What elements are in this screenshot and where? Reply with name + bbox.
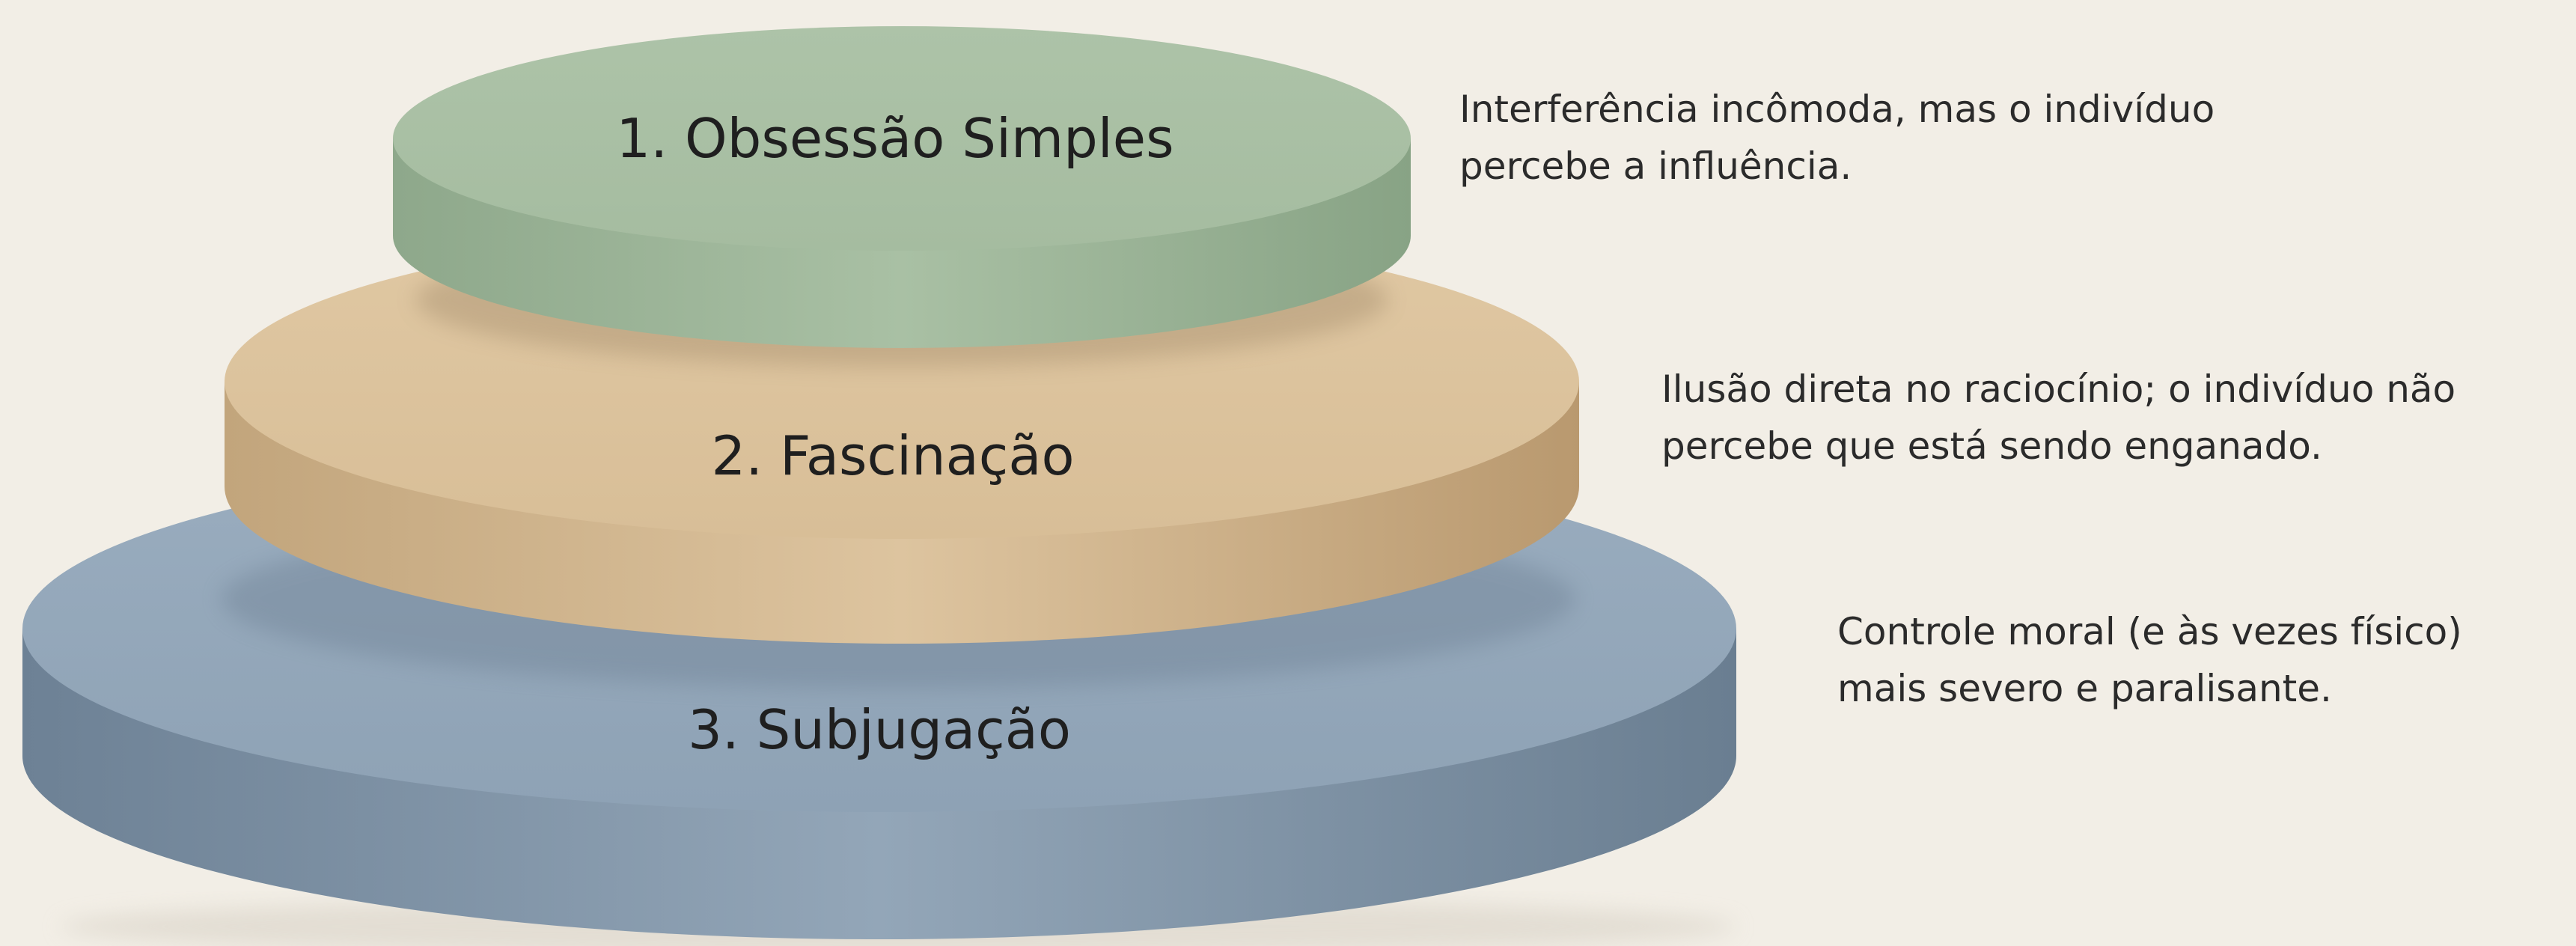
- tier-1-description: Interferência incômoda, mas o indivíduo …: [1459, 81, 2215, 195]
- tier-3-description-line: mais severo e paralisante.: [1837, 667, 2332, 710]
- tier-1-label: 1. Obsessão Simples: [616, 107, 1173, 170]
- tier-1-description-line: Interferência incômoda, mas o indivíduo: [1459, 88, 2215, 131]
- tier-2-description: Ilusão direta no raciocínio; o indivíduo…: [1661, 361, 2456, 474]
- tier-3-label: 3. Subjugação: [688, 698, 1071, 761]
- tier-2-label: 2. Fascinação: [711, 424, 1074, 487]
- tier-3-description: Controle moral (e às vezes físico) mais …: [1837, 603, 2462, 717]
- tier-1-description-line: percebe a influência.: [1459, 144, 1852, 188]
- tier-2-description-line: Ilusão direta no raciocínio; o indivíduo…: [1661, 367, 2456, 411]
- tier-2-description-line: percebe que está sendo enganado.: [1661, 424, 2322, 468]
- tier-3-description-line: Controle moral (e às vezes físico): [1837, 610, 2462, 653]
- tier-1-disk: 1. Obsessão Simples: [393, 26, 1411, 348]
